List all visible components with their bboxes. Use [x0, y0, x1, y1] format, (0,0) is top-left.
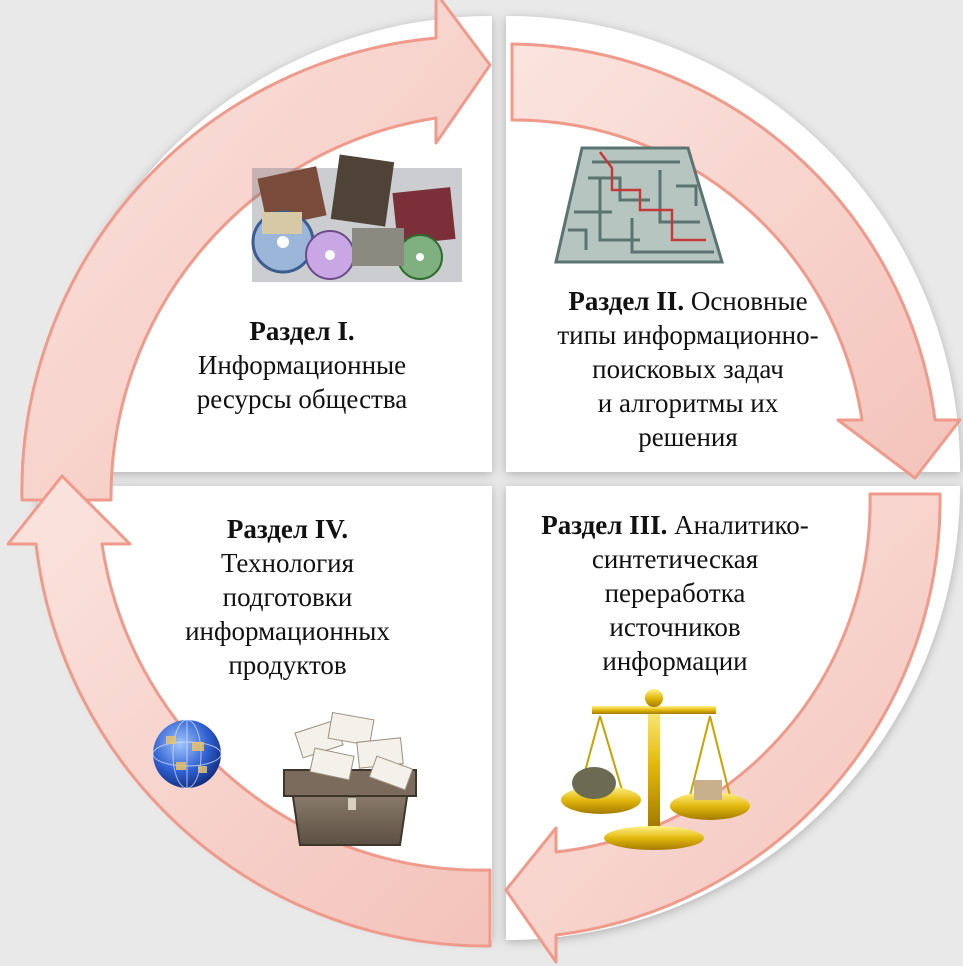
section-4-heading: Раздел IV. — [226, 514, 349, 544]
section-1-line-2: ресурсы общества — [196, 384, 408, 414]
section-3-heading: Раздел III. — [541, 510, 668, 540]
section-2-heading: Раздел II. — [568, 286, 685, 316]
briefcase-icon — [283, 711, 417, 846]
section-3-line-3: источников — [609, 612, 741, 642]
section-3-line-1: синтетическая — [591, 544, 759, 574]
maze-icon — [554, 146, 725, 264]
balance-scale-icon — [561, 689, 750, 850]
section-4-line-4: продуктов — [228, 650, 347, 680]
section-1-line-1: Информационные — [197, 350, 407, 380]
section-4-line-2: подготовки — [222, 582, 353, 612]
globe-icon — [152, 719, 222, 789]
section-2-heading-suffix: Основные — [684, 286, 808, 316]
cycle-arrow-1 — [20, 0, 492, 502]
section-3-heading-suffix: Аналитико- — [667, 510, 809, 540]
section-2-line-3: и алгоритмы их — [597, 388, 779, 418]
section-1-text: Раздел I. Информационные ресурсы обществ… — [172, 314, 432, 416]
section-2-text: Раздел II. Основные типы информационно- … — [508, 284, 868, 454]
section-2-line-4: решения — [638, 422, 738, 452]
section-3-text: Раздел III. Аналитико- синтетическая пер… — [505, 508, 845, 678]
section-3-line-2: переработка — [604, 578, 746, 608]
section-1-heading: Раздел I. — [249, 316, 355, 346]
section-3-line-4: информации — [602, 646, 748, 676]
section-4-line-1: Технология — [220, 548, 355, 578]
section-2-line-2: поисковых задач — [592, 354, 784, 384]
quadrant-3-card — [506, 486, 960, 940]
media-pile-icon — [251, 154, 462, 282]
section-4-text: Раздел IV. Технология подготовки информа… — [150, 512, 425, 682]
section-2-line-1: типы информационно- — [557, 320, 819, 350]
section-4-line-3: информационных — [185, 616, 390, 646]
